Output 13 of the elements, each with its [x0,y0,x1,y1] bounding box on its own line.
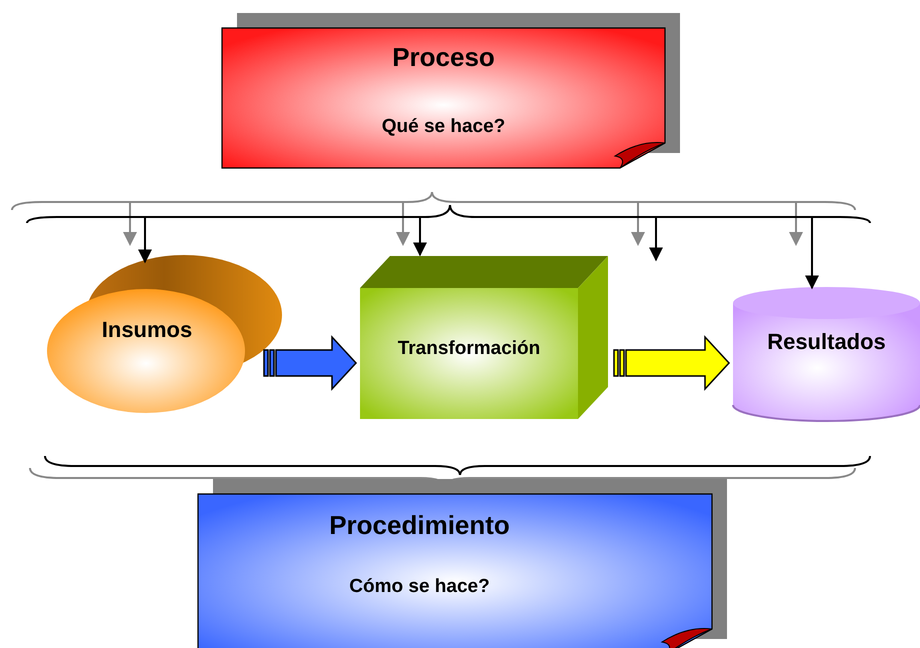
box-title: Procedimiento [328,510,511,541]
node-label: Transformación [396,338,542,360]
block-arrow [263,335,358,391]
box-title: Proceso [391,42,496,73]
box-subtitle: Qué se hace? [380,116,506,138]
arrow [138,217,152,264]
block-arrow [613,335,730,391]
node-label: Insumos [100,317,194,343]
arrow [649,217,663,262]
node-label: Resultados [766,329,887,355]
box-subtitle: Cómo se hace? [348,576,491,598]
arrow [805,217,819,290]
arrow [413,217,427,256]
